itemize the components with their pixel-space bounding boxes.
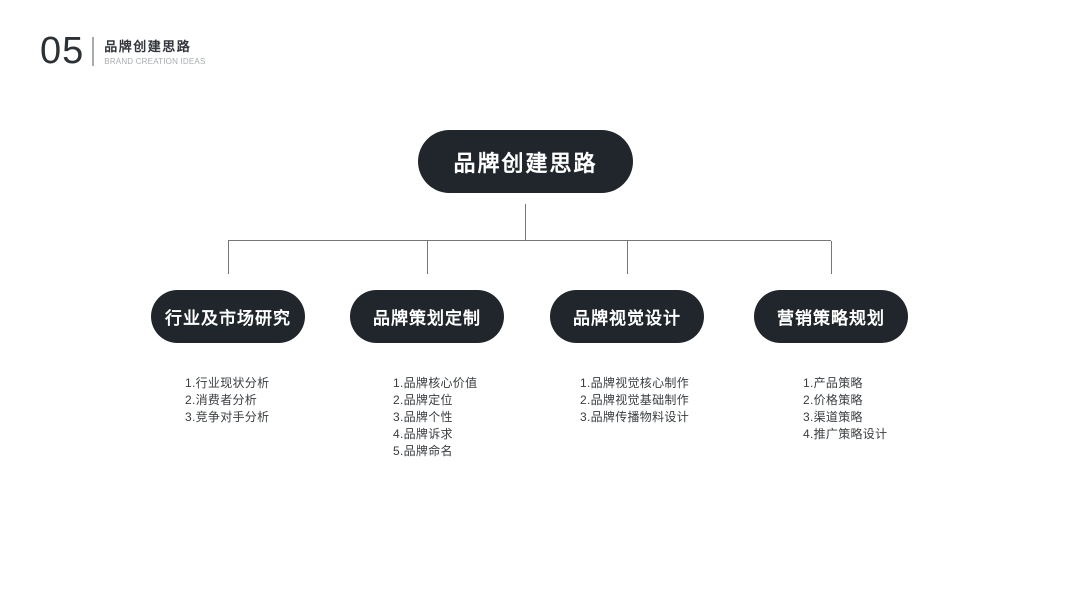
branch-item-list-industry-research: 1.行业现状分析 2.消费者分析 3.竞争对手分析	[185, 375, 269, 426]
list-item: 1.品牌核心价值	[393, 376, 478, 390]
list-item: 4.推广策略设计	[803, 427, 888, 441]
list-item: 5.品牌命名	[393, 444, 453, 458]
connector-stub-1	[228, 241, 229, 274]
list-item: 2.价格策略	[803, 393, 863, 407]
connector-stub-2	[427, 241, 428, 274]
list-item: 3.品牌个性	[393, 410, 453, 424]
branch-node-marketing-strategy: 营销策略规划	[754, 290, 908, 343]
connector-stub-4	[831, 241, 832, 274]
connector-root-vertical	[525, 204, 526, 240]
list-item: 3.品牌传播物料设计	[580, 410, 690, 424]
root-node-label: 品牌创建思路	[453, 150, 598, 176]
branch-item-list-brand-planning: 1.品牌核心价值 2.品牌定位 3.品牌个性 4.品牌诉求 5.品牌命名	[393, 375, 477, 460]
branch-node-visual-design: 品牌视觉设计	[550, 290, 704, 343]
header-text-block: 品牌创建思路 BRAND CREATION IDEAS	[104, 36, 205, 66]
list-item: 3.渠道策略	[803, 410, 863, 424]
list-item: 4.品牌诉求	[393, 427, 453, 441]
header-subtitle: BRAND CREATION IDEAS	[104, 57, 206, 66]
list-item: 1.产品策略	[803, 376, 863, 390]
connector-stub-3	[627, 241, 628, 274]
list-item: 2.消费者分析	[185, 393, 258, 407]
root-node: 品牌创建思路	[418, 130, 633, 193]
list-item: 2.品牌定位	[393, 393, 453, 407]
connector-horizontal	[228, 240, 831, 241]
list-item: 1.行业现状分析	[185, 376, 270, 390]
branch-item-list-visual-design: 1.品牌视觉核心制作 2.品牌视觉基础制作 3.品牌传播物料设计	[580, 375, 689, 426]
branch-node-label: 营销策略规划	[777, 309, 885, 328]
section-number: 05	[40, 30, 85, 72]
branch-item-list-marketing-strategy: 1.产品策略 2.价格策略 3.渠道策略 4.推广策略设计	[803, 375, 887, 443]
branch-node-label: 行业及市场研究	[165, 309, 291, 328]
header-divider	[92, 36, 95, 66]
slide-header: 05 品牌创建思路 BRAND CREATION IDEAS	[40, 32, 205, 70]
branch-node-label: 品牌策划定制	[373, 309, 481, 328]
branch-node-industry-research: 行业及市场研究	[151, 290, 305, 343]
header-title: 品牌创建思路	[104, 39, 192, 54]
list-item: 3.竞争对手分析	[185, 410, 270, 424]
list-item: 1.品牌视觉核心制作	[580, 376, 690, 390]
list-item: 2.品牌视觉基础制作	[580, 393, 690, 407]
branch-node-label: 品牌视觉设计	[573, 309, 681, 328]
branch-node-brand-planning: 品牌策划定制	[350, 290, 504, 343]
